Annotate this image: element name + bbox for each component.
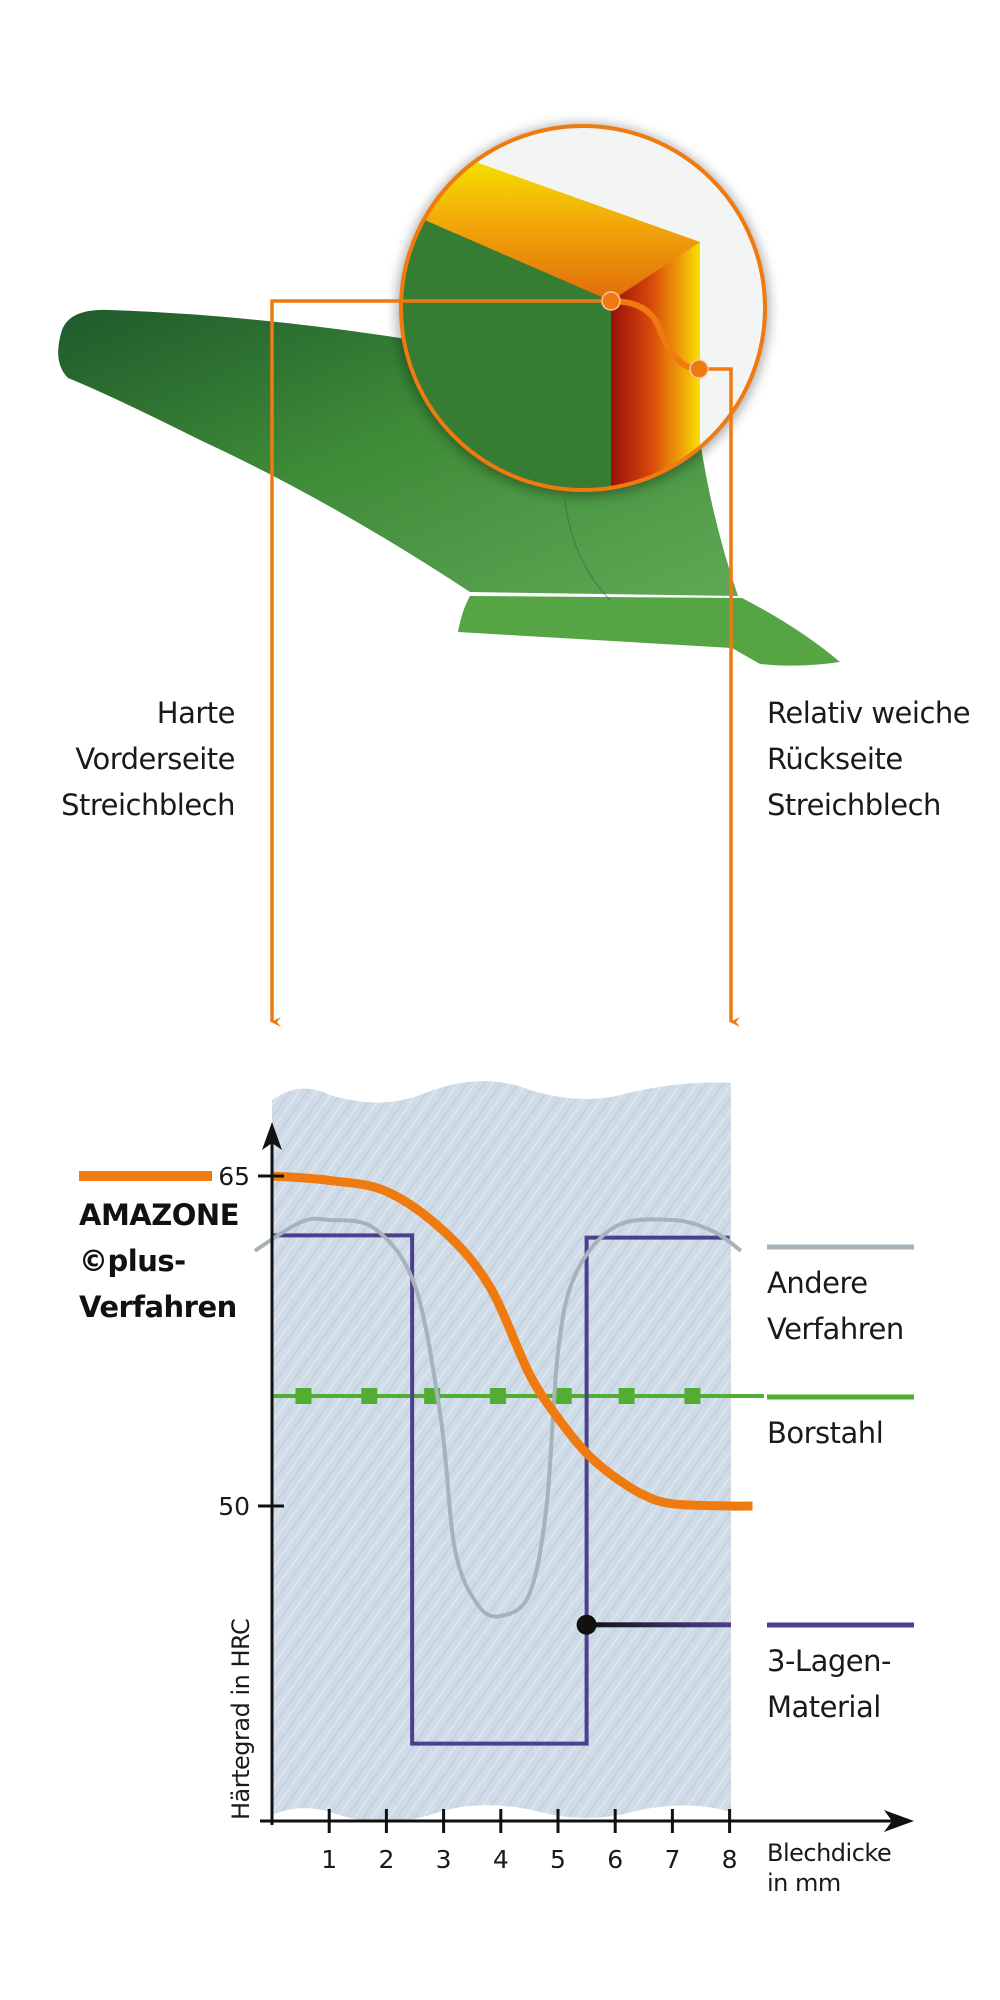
legend-line: Material (767, 1690, 881, 1724)
legend-3-lagen: 3-Lagen- Material (767, 1638, 891, 1730)
y-axis-arrow (262, 1122, 282, 1150)
borstahl-marker (684, 1388, 701, 1404)
x-tick-label: 5 (550, 1845, 566, 1874)
x-tick-label: 3 (436, 1845, 452, 1874)
back-side-label: Relativ weiche Rückseite Streichblech (767, 690, 971, 828)
magnifier-detail (397, 124, 769, 496)
back-label-line: Relativ weiche (767, 696, 971, 730)
legend-borstahl: Borstahl (767, 1410, 884, 1456)
back-label-line: Rückseite (767, 742, 903, 776)
x-tick-label: 1 (321, 1845, 337, 1874)
front-point-dot (601, 291, 621, 311)
callout-back-line (699, 367, 740, 1027)
x-tick-label: 2 (378, 1845, 394, 1874)
y-tick-label: 50 (218, 1492, 250, 1521)
callout-lines (270, 291, 740, 1027)
legend-line: ©plus- (79, 1244, 186, 1278)
plough-mouldboard (58, 309, 738, 596)
legend-line: 3-Lagen- (767, 1644, 891, 1678)
x-tick-label: 6 (607, 1845, 623, 1874)
hardness-chart: 1 2 3 4 5 6 7 8 65 50 (79, 1081, 914, 1874)
y-axis-label: Härtegrad in HRC (227, 1618, 255, 1820)
pointer-dot (576, 1614, 597, 1635)
x-tick-label: 8 (722, 1845, 738, 1874)
plough-share (458, 596, 840, 666)
chart-panel (272, 1081, 731, 1822)
legend-line: Verfahren (79, 1290, 237, 1324)
borstahl-marker (295, 1388, 312, 1404)
x-axis-label: Blechdicke in mm (767, 1838, 892, 1898)
series-line-3 (272, 1233, 730, 1746)
legend-line: Verfahren (767, 1312, 904, 1346)
front-label-line: Harte (156, 696, 236, 730)
legend-andere: Andere Verfahren (767, 1260, 904, 1352)
x-tick-label: 4 (493, 1845, 509, 1874)
legend-line: AMAZONE (79, 1198, 240, 1232)
front-label-line: Vorderseite (75, 742, 235, 776)
x-axis-label-line: Blechdicke (767, 1839, 892, 1867)
front-label-line: Streichblech (61, 788, 235, 822)
borstahl-marker (361, 1388, 378, 1404)
legend-line: Andere (767, 1266, 868, 1300)
borstahl-marker (618, 1388, 635, 1404)
magnifier-ring (399, 124, 767, 492)
x-axis-arrow (884, 1810, 914, 1832)
series-line-1 (253, 1216, 743, 1619)
back-point-dot (689, 359, 709, 379)
callout-front-line (270, 299, 611, 1027)
legend-amazone: AMAZONE ©plus- Verfahren (79, 1192, 240, 1330)
legend-line: Borstahl (767, 1416, 884, 1450)
borstahl-marker (555, 1388, 572, 1404)
pointer-line (586, 1622, 731, 1628)
back-label-line: Streichblech (767, 788, 941, 822)
front-side-label: Harte Vorderseite Streichblech (61, 690, 235, 828)
hardness-transition-curve (610, 298, 700, 372)
series-line-0 (271, 1171, 753, 1511)
borstahl-marker (489, 1388, 506, 1404)
x-tick-label: 7 (664, 1845, 680, 1874)
x-axis-label-line: in mm (767, 1869, 841, 1897)
plough-illustration (58, 309, 840, 666)
y-tick-label: 65 (218, 1162, 250, 1191)
